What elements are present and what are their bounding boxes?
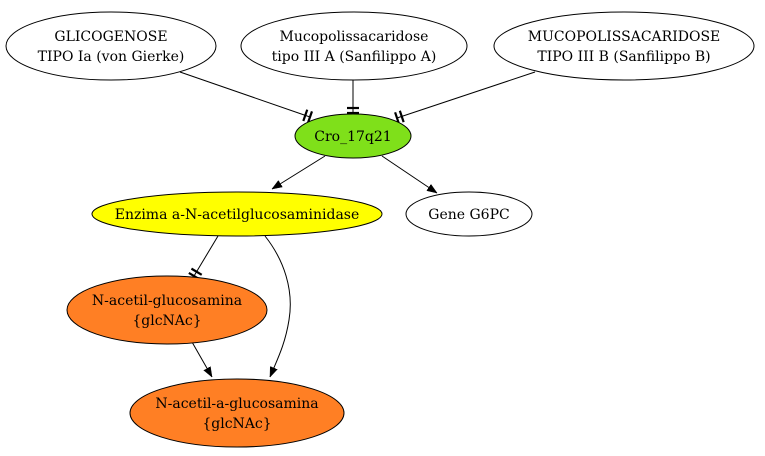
edge-enzima-to-n-acetil-a-glucosamina [264, 235, 291, 377]
node-n-acetil-a-glucosamina: N-acetil-a-glucosamina {glcNAc} [129, 378, 345, 448]
edge-cro-17q21-to-enzima [272, 155, 326, 190]
node-label-line-2: {glcNAc} [132, 313, 201, 329]
edge-line [193, 235, 219, 277]
node-mucopolissacaridose-b: MUCOPOLISSACARIDOSE TIPO III B (Sanfilipp… [493, 11, 755, 81]
node-ellipse [129, 378, 345, 448]
edge-mucopolissacaridose-b-to-cro-17q21 [394, 71, 536, 125]
node-glicogenose: GLICOGENOSE TIPO Ia (von Gierke) [5, 11, 217, 81]
edge-cro-17q21-to-gene-g6pc [381, 155, 437, 194]
node-ellipse [5, 11, 217, 81]
node-ellipse [405, 191, 533, 237]
edge-glicogenose-to-cro-17q21 [179, 71, 314, 124]
node-cro-17q21: Cro_17q21 [294, 113, 412, 159]
node-label-line-1: MUCOPOLISSACARIDOSE [528, 29, 721, 45]
tee-bar-2 [302, 109, 309, 122]
edge-mucopolissacaridose-a-to-cro-17q21 [347, 80, 359, 115]
nodes-layer: GLICOGENOSE TIPO Ia (von Gierke) Mucopolis… [5, 11, 755, 448]
node-label-line-2: tipo III A (Sanfilippo A) [272, 49, 437, 65]
edge-line [381, 155, 437, 194]
edge-line [272, 155, 326, 190]
node-ellipse [240, 11, 468, 81]
node-n-acetil-glucosamina: N-acetil-glucosamina {glcNAc} [66, 275, 268, 345]
node-label-line-2: TIPO III B (Sanfilippo B) [537, 49, 710, 65]
node-ellipse [493, 11, 755, 81]
node-ellipse [66, 275, 268, 345]
node-label-line-2: {glcNAc} [202, 416, 271, 432]
node-label-line-1: N-acetil-glucosamina [92, 293, 242, 309]
node-label-line-1: Enzima a-N-acetilglucosaminidase [115, 207, 360, 223]
node-label-line-1: Mucopolissacaridose [280, 29, 429, 45]
tee-bar-2 [190, 267, 203, 276]
node-gene-g6pc: Gene G6PC [405, 191, 533, 237]
edge-n-acetil-glucosamina-to-n-acetil-a-glucosamina [191, 341, 213, 377]
node-label-line-1: N-acetil-a-glucosamina [155, 396, 318, 412]
node-label-line-1: Gene G6PC [428, 207, 509, 223]
node-mucopolissacaridose-a: Mucopolissacaridose tipo III A (Sanfilipp… [240, 11, 468, 81]
node-ellipse [294, 113, 412, 159]
edge-enzima-to-n-acetil-glucosamina [188, 235, 219, 281]
edge-line [264, 235, 291, 377]
edge-line [191, 341, 213, 377]
node-label-line-1: Cro_17q21 [314, 129, 391, 145]
node-label-line-2: TIPO Ia (von Gierke) [38, 49, 185, 65]
node-enzima: Enzima a-N-acetilglucosaminidase [91, 191, 383, 237]
node-label-line-1: GLICOGENOSE [54, 29, 167, 45]
node-ellipse [91, 191, 383, 237]
edge-line [396, 71, 536, 119]
tee-bar-2 [398, 110, 405, 123]
edge-line [179, 71, 311, 118]
tee-bar-1 [306, 110, 314, 124]
